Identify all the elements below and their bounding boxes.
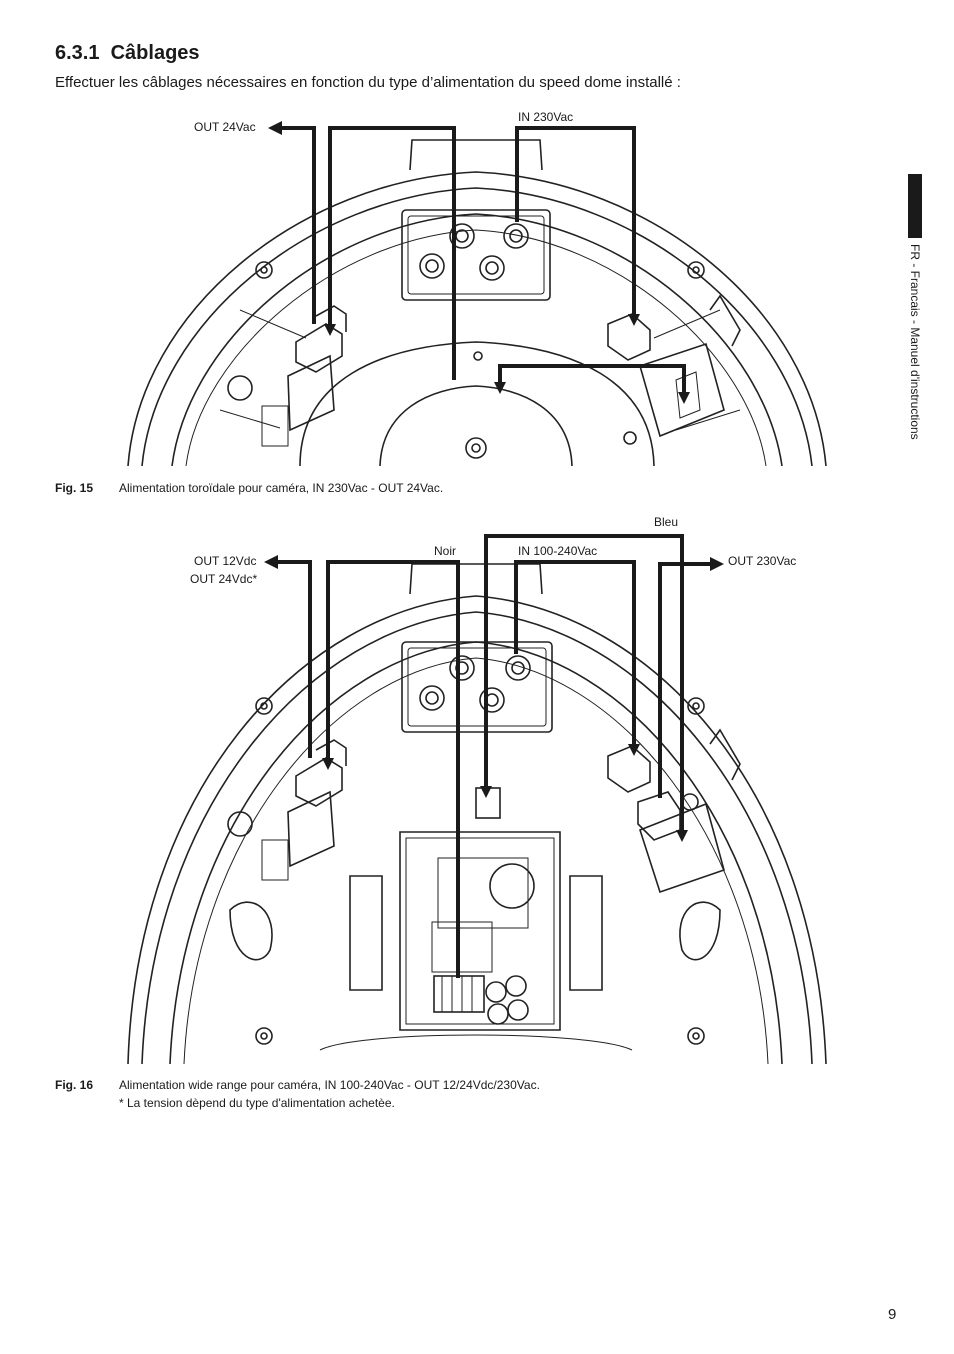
section-title: 6.3.1 Câblages xyxy=(55,42,200,65)
fig16-caption-label: Fig. 16 xyxy=(55,1078,94,1092)
fig15-caption: Alimentation toroïdale pour caméra, IN 2… xyxy=(119,481,444,495)
fig15-caption-label: Fig. 15 xyxy=(55,481,94,495)
fig16-label-out-ac: OUT 230Vac xyxy=(728,554,797,568)
fig16-caption-line2: * La tension dèpend du type d'alimentati… xyxy=(119,1096,395,1110)
section-number: 6.3.1 xyxy=(55,42,100,64)
language-tab-text: FR - Francais - Manuel d'instructions xyxy=(908,244,922,440)
section-heading: Câblages xyxy=(110,42,200,64)
fig16-label-noir: Noir xyxy=(434,544,457,558)
language-tab-marker xyxy=(908,174,922,238)
fig15-label-out: OUT 24Vac xyxy=(194,120,256,134)
fig16-caption-line1: Alimentation wide range pour caméra, IN … xyxy=(119,1078,540,1092)
fig16-label-bleu: Bleu xyxy=(654,515,679,529)
fig15-label-in: IN 230Vac xyxy=(518,110,574,124)
intro-text: Effectuer les câblages nécessaires en fo… xyxy=(55,74,681,91)
fig16-label-out-dc-1: OUT 12Vdc xyxy=(194,554,257,568)
page-number: 9 xyxy=(888,1306,897,1323)
figure-15-drawing xyxy=(127,121,827,466)
figure-16-drawing xyxy=(127,534,827,1064)
fig16-label-out-dc-2: OUT 24Vdc* xyxy=(190,572,258,586)
fig16-label-in: IN 100-240Vac xyxy=(518,544,598,558)
